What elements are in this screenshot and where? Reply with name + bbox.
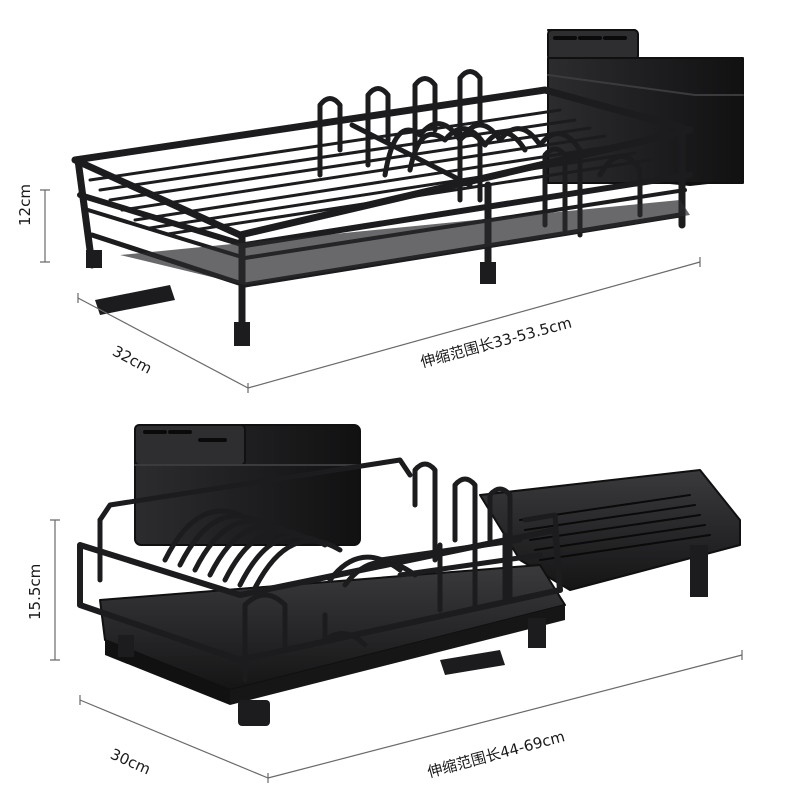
bottom-height-label: 15.5cm	[26, 563, 44, 620]
top-height-label: 12cm	[16, 184, 34, 226]
bottom-height-dim-line	[50, 519, 60, 661]
bottom-length-dim-line	[267, 650, 743, 779]
top-height-dim-line	[40, 189, 50, 263]
bottom-dish-rack	[77, 424, 741, 726]
bottom-dimension-lines	[50, 519, 743, 783]
top-dish-rack	[71, 29, 744, 346]
top-length-dim-line	[247, 257, 701, 389]
top-dimension-lines	[40, 189, 701, 393]
